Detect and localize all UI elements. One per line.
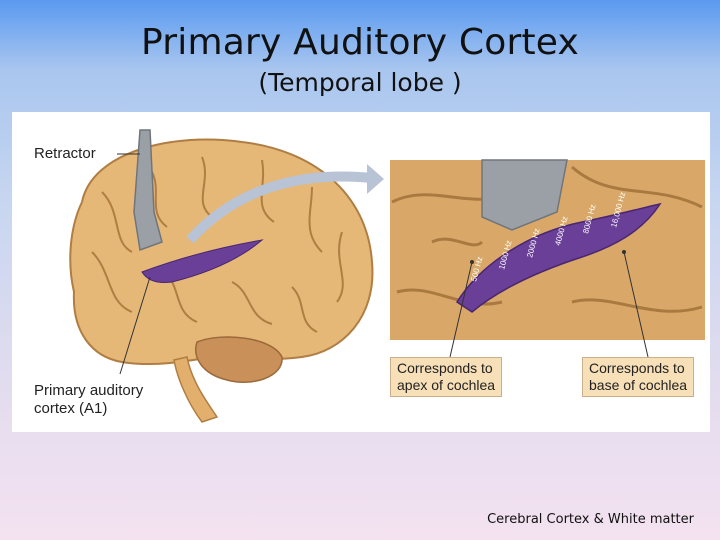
base-label-line1: Corresponds to	[589, 360, 687, 377]
base-dot	[622, 250, 626, 254]
apex-label-line2: apex of cochlea	[397, 377, 495, 394]
apex-label-line1: Corresponds to	[397, 360, 495, 377]
slide-title: Primary Auditory Cortex	[0, 22, 720, 63]
slide-subtitle: (Temporal lobe )	[0, 68, 720, 97]
slide-footer: Cerebral Cortex & White matter	[487, 512, 694, 527]
a1-label-line2: cortex (A1)	[34, 400, 143, 418]
a1-label: Primary auditory cortex (A1)	[34, 382, 143, 418]
base-label-box: Corresponds to base of cochlea	[582, 357, 694, 397]
retractor-label: Retractor	[34, 145, 96, 163]
base-label-line2: base of cochlea	[589, 377, 687, 394]
a1-label-line1: Primary auditory	[34, 382, 143, 400]
brain-lateral-view	[70, 130, 384, 422]
zoom-arrow-head	[367, 164, 384, 194]
brain-illustration: 500 Hz 1000 Hz 2000 Hz 4000 Hz 8000 Hz 1…	[12, 112, 710, 432]
apex-dot	[470, 260, 474, 264]
magnified-view: 500 Hz 1000 Hz 2000 Hz 4000 Hz 8000 Hz 1…	[390, 160, 705, 357]
apex-label-box: Corresponds to apex of cochlea	[390, 357, 502, 397]
